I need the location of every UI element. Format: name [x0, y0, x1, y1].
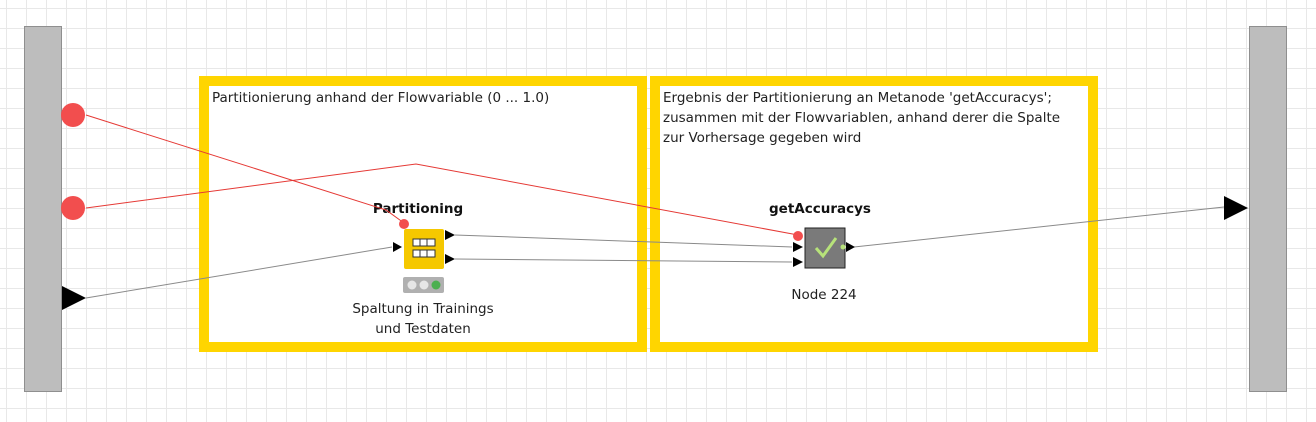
getaccuracys-status-dot	[840, 244, 846, 250]
node-label-partitioning[interactable]: Spaltung in Trainings und Testdaten	[352, 301, 494, 337]
flow-variable-connection-2[interactable]	[85, 163, 799, 236]
node-label-getaccuracys[interactable]: Node 224	[791, 287, 857, 303]
node-title-partitioning[interactable]: Partitioning	[372, 201, 464, 217]
annotation-partitioning[interactable]: Partitionierung anhand der Flowvariable …	[199, 76, 647, 352]
annotation-partitioning-text: Partitionierung anhand der Flowvariable …	[212, 90, 550, 106]
metanode-check-icon[interactable]	[804, 227, 846, 269]
partitioning-icon[interactable]	[404, 229, 444, 269]
output-data-port[interactable]	[1224, 196, 1248, 220]
partitioning-flow-port[interactable]	[399, 219, 409, 229]
annotation-result-text: Ergebnis der Partitionierung an Metanode…	[663, 90, 1061, 146]
getaccuracys-input-port-2[interactable]	[793, 257, 803, 267]
data-connection-test[interactable]	[454, 258, 793, 263]
input-data-port[interactable]	[62, 286, 86, 310]
node-partitioning[interactable]	[393, 219, 455, 293]
partitioning-output-port-1[interactable]	[445, 230, 455, 240]
getaccuracys-output-port[interactable]	[846, 242, 855, 252]
data-connection-output[interactable]	[853, 206, 1225, 248]
data-connection-train[interactable]	[454, 234, 793, 248]
getaccuracys-input-port-1[interactable]	[793, 242, 803, 252]
node-getaccuracys[interactable]	[793, 227, 855, 269]
flow-variable-connection-1[interactable]	[85, 114, 405, 224]
data-connection-input[interactable]	[85, 246, 393, 299]
metanode-output-bar[interactable]	[1249, 26, 1287, 392]
input-flow-variable-port-2[interactable]	[61, 196, 85, 220]
input-flow-variable-port-1[interactable]	[61, 103, 85, 127]
partitioning-output-port-2[interactable]	[445, 254, 455, 264]
node-title-getaccuracys[interactable]: getAccuracys	[769, 201, 871, 217]
annotation-result[interactable]: Ergebnis der Partitionierung an Metanode…	[650, 76, 1098, 352]
getaccuracys-flow-port[interactable]	[793, 231, 803, 241]
metanode-input-bar[interactable]	[24, 26, 62, 392]
partitioning-input-port[interactable]	[393, 242, 402, 252]
